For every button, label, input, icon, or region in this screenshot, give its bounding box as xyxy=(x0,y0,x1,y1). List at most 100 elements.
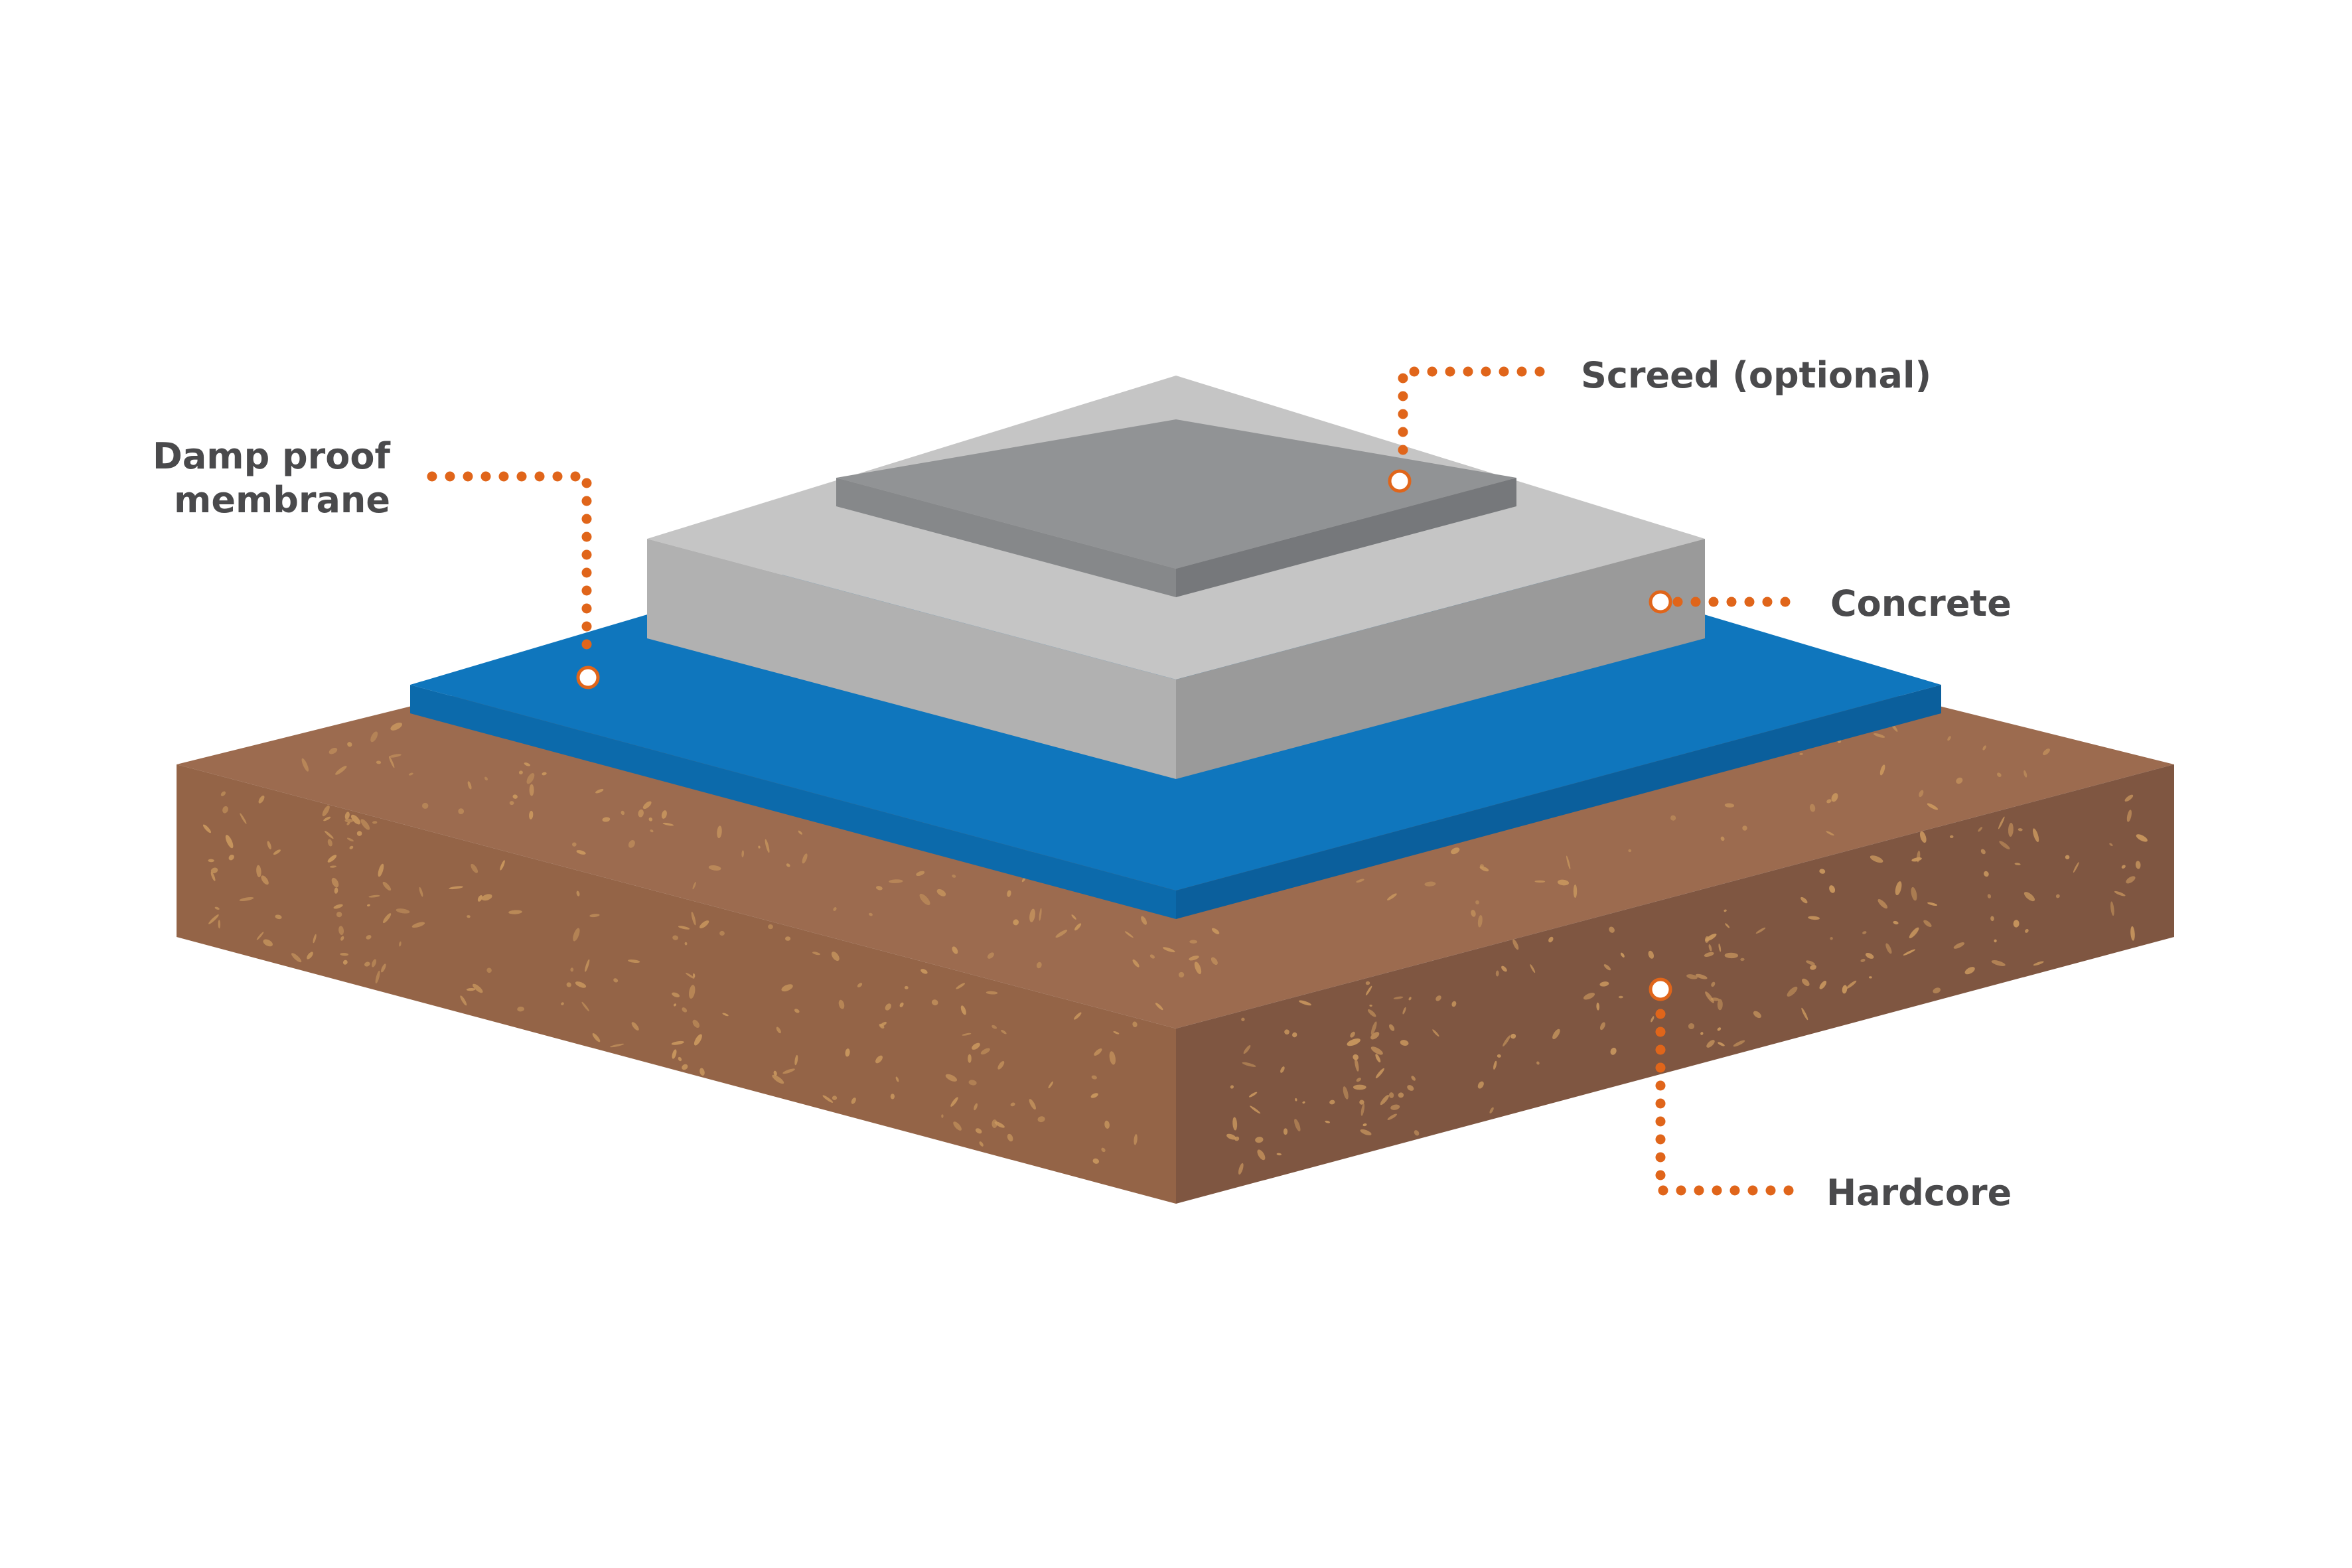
speckle xyxy=(1808,916,1820,920)
speckle xyxy=(1740,958,1745,962)
speckle xyxy=(2114,891,2126,896)
speckle xyxy=(1501,965,1507,972)
speckle xyxy=(768,924,773,930)
speckle xyxy=(1178,971,1185,978)
speckle xyxy=(592,1033,601,1042)
speckle xyxy=(628,840,635,848)
speckle xyxy=(411,922,425,928)
speckle xyxy=(1407,1085,1414,1091)
speckle xyxy=(467,781,472,790)
speckle xyxy=(1842,985,1848,994)
speckle xyxy=(776,1027,781,1034)
speckle xyxy=(1495,970,1499,977)
speckle xyxy=(1347,1038,1360,1046)
speckle xyxy=(1451,847,1460,855)
speckle xyxy=(772,1074,784,1084)
speckle xyxy=(621,810,625,816)
speckle xyxy=(719,930,725,936)
speckle xyxy=(1927,803,1939,810)
speckle xyxy=(1276,1153,1282,1156)
speckle xyxy=(1801,1007,1808,1021)
speckle xyxy=(1094,1048,1102,1056)
speckle xyxy=(1388,1024,1395,1031)
speckle xyxy=(1599,981,1609,987)
speckle xyxy=(313,934,317,944)
speckle xyxy=(1618,995,1623,999)
speckle xyxy=(573,928,580,942)
hardcore-marker xyxy=(1649,977,1672,1001)
speckle xyxy=(1048,1081,1054,1089)
speckle xyxy=(671,1040,684,1045)
speckle xyxy=(340,936,344,941)
speckle xyxy=(686,972,695,979)
speckle xyxy=(372,821,378,824)
screed-leader xyxy=(1398,366,1545,473)
speckle xyxy=(1257,1149,1266,1161)
speckle xyxy=(1189,956,1199,961)
speckle xyxy=(638,809,644,818)
speckle xyxy=(692,1019,700,1028)
speckle xyxy=(1870,855,1883,863)
speckle xyxy=(1475,900,1479,904)
speckle xyxy=(381,963,386,973)
speckle xyxy=(994,1121,1005,1128)
speckle xyxy=(2055,894,2060,898)
speckle xyxy=(383,913,392,924)
speckle xyxy=(1596,1002,1600,1011)
speckle xyxy=(1802,978,1810,987)
speckle xyxy=(692,881,696,890)
speckle xyxy=(529,784,534,796)
speckle xyxy=(1370,1021,1377,1035)
speckle xyxy=(1982,745,1986,750)
speckle xyxy=(1295,1098,1297,1102)
speckle xyxy=(350,814,361,825)
speckle xyxy=(974,1103,978,1111)
speckle xyxy=(258,795,265,804)
speckle xyxy=(904,985,909,989)
speckle xyxy=(1599,1022,1605,1031)
speckle xyxy=(1717,999,1723,1011)
speckle xyxy=(1325,1120,1331,1123)
speckle xyxy=(822,1095,834,1103)
speckle xyxy=(307,952,313,960)
speckle xyxy=(222,806,228,814)
speckle xyxy=(648,817,653,821)
speckle xyxy=(1367,1009,1376,1017)
speckle xyxy=(1362,1123,1367,1127)
speckle xyxy=(1895,881,1902,896)
speckle xyxy=(466,987,476,991)
speckle xyxy=(1919,790,1924,798)
speckle xyxy=(1343,1086,1349,1100)
speckle xyxy=(1566,855,1571,870)
speckle xyxy=(997,1060,1005,1070)
speckle xyxy=(1350,1031,1355,1038)
speckle xyxy=(992,1025,997,1029)
speckle xyxy=(1534,880,1546,883)
speckle xyxy=(566,982,571,987)
speckle xyxy=(228,854,234,861)
speckle xyxy=(1104,1120,1110,1129)
speckle xyxy=(1355,1058,1359,1072)
speckle xyxy=(1387,893,1397,900)
speckle xyxy=(1113,1031,1120,1034)
speckle xyxy=(389,756,395,768)
speckle xyxy=(518,770,523,775)
speckle xyxy=(890,1094,895,1100)
speckle xyxy=(1829,885,1836,893)
speckle xyxy=(1826,831,1834,836)
speckle xyxy=(979,1141,984,1147)
speckle xyxy=(1819,869,1826,874)
speckle xyxy=(1688,1023,1695,1030)
speckle xyxy=(684,942,688,946)
speckle xyxy=(785,936,791,941)
speckle xyxy=(1248,1092,1258,1098)
speckle xyxy=(642,801,652,810)
speckle xyxy=(960,1005,966,1015)
speckle xyxy=(950,1097,958,1107)
speckle xyxy=(773,1070,777,1076)
speckle xyxy=(765,839,770,853)
speckle xyxy=(1742,825,1747,831)
speckle xyxy=(699,1068,705,1076)
speckle xyxy=(517,1006,524,1012)
speckle xyxy=(678,1056,682,1062)
